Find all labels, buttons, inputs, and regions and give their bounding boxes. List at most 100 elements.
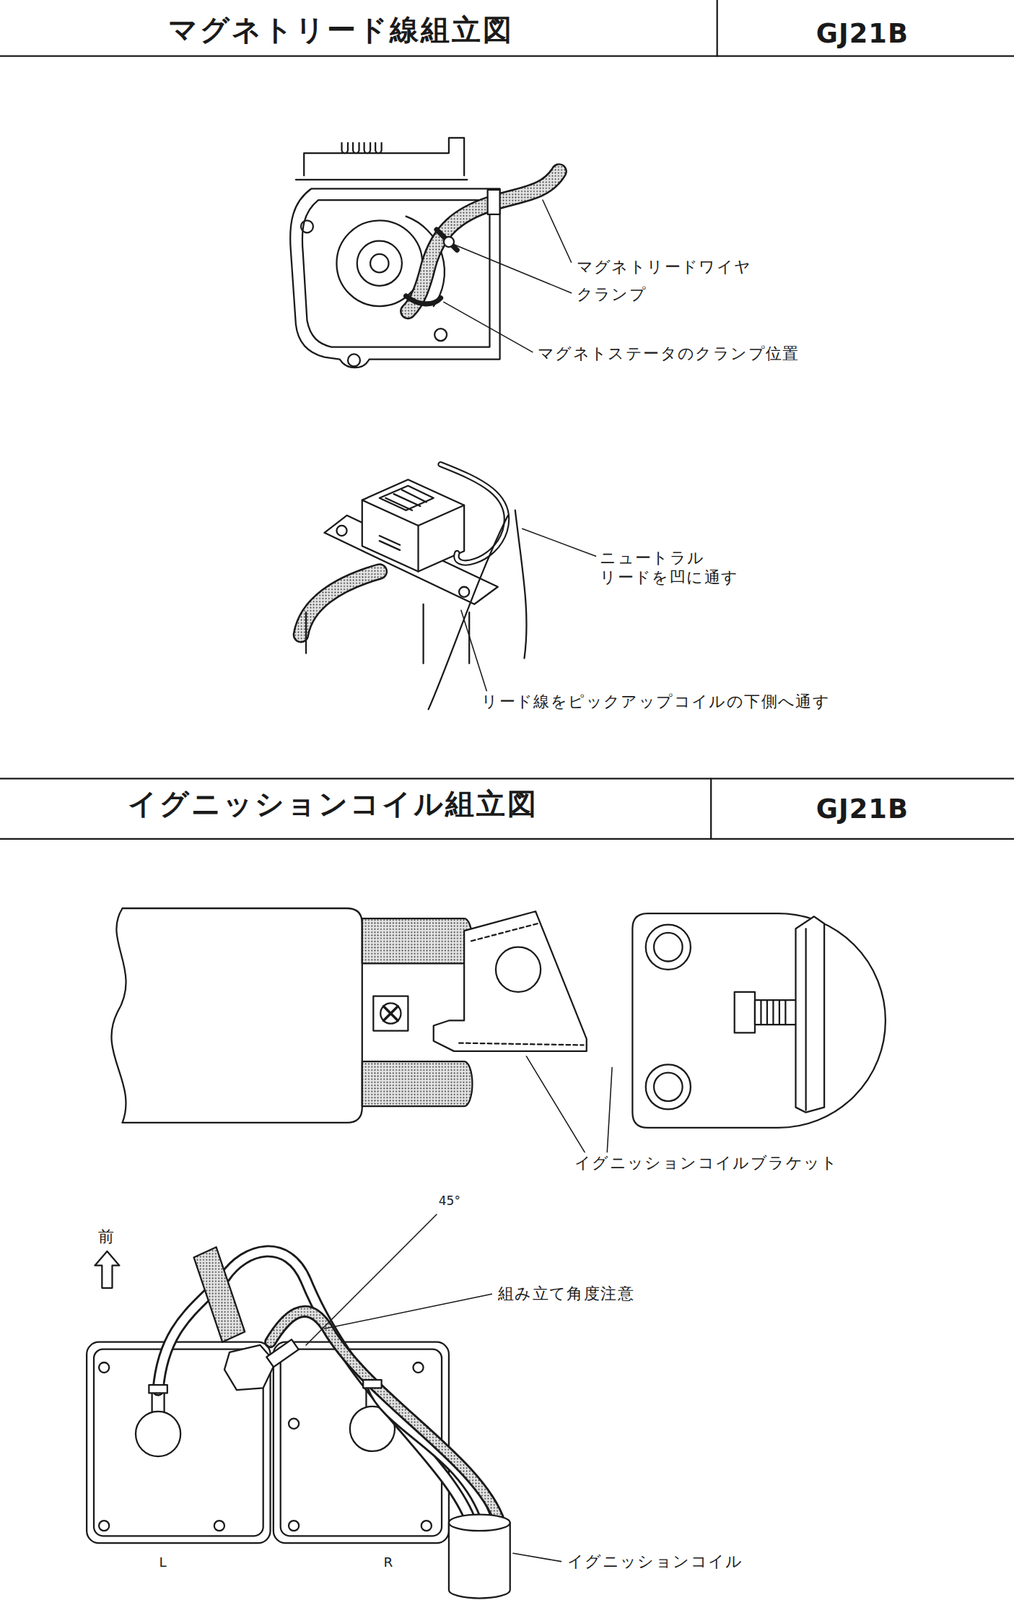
leader-line: [324, 1293, 492, 1328]
pickup-board-drawing: [362, 479, 465, 571]
pickup-board-drawing: [300, 571, 380, 636]
leader-line: [461, 528, 597, 694]
part-label: イグニッションコイル: [565, 1550, 746, 1572]
pickup-board-drawing: [428, 515, 509, 710]
ignition-coil-top-view: [98, 1361, 109, 1372]
ignition-coil-top-view: [266, 1338, 299, 1367]
magneto-cover-drawing: [342, 142, 382, 154]
part-label: マグネトステータのクランプ位置: [535, 343, 802, 365]
model-code: GJ21B: [814, 16, 911, 52]
ignition-coil-top-view: [412, 1361, 423, 1372]
magneto-cover-drawing: [407, 171, 559, 312]
ignition-coil-top-view: [98, 1519, 109, 1531]
ignition-coil-top-view: [288, 1418, 299, 1429]
ignition-coil-side-view: [362, 918, 473, 963]
ignition-coil-side-view: [433, 910, 587, 1051]
leader-line: [306, 1213, 561, 1562]
ignition-coil-side-view: [373, 995, 408, 1031]
bracket-end-view: [754, 999, 798, 1025]
pickup-board-drawing: [300, 571, 380, 636]
ignition-coil-top-view: [270, 1310, 501, 1523]
ignition-coil-side-view: [495, 946, 541, 992]
leader-line: [306, 1213, 437, 1345]
header-rule: [716, 0, 719, 57]
bracket-end-view: [796, 915, 825, 1112]
pickup-board-drawing: [440, 464, 507, 563]
bracket-end-view: [734, 991, 755, 1033]
magneto-cover-drawing: [295, 178, 467, 181]
magneto-cover-drawing: [347, 353, 361, 366]
pickup-board-drawing: [440, 464, 507, 563]
ignition-coil-top-view: [86, 1246, 511, 1598]
bracket-end-view: [760, 999, 786, 1025]
bracket-end-view: [645, 1063, 691, 1109]
magneto-cover-drawing: [406, 295, 441, 304]
magneto-cover-drawing: [370, 254, 389, 273]
bracket-end-view: [645, 924, 691, 970]
bracket-end-view: [805, 928, 807, 1110]
ignition-coil-top-view: [448, 1514, 511, 1531]
magneto-cover-drawing: [303, 137, 465, 176]
leader-line: [542, 199, 572, 262]
leader-line: [443, 301, 533, 352]
page-title: マグネトリード線組立図: [165, 12, 517, 50]
leader-line: [454, 244, 571, 293]
leader-line: [526, 1055, 587, 1155]
magneto-cover-drawing: [487, 189, 501, 215]
ignition-coil-top-view: [224, 1344, 276, 1390]
pickup-board-drawing: [306, 604, 470, 664]
ignition-coil-side-view: [362, 1060, 473, 1106]
pickup-board-drawing: [459, 586, 470, 597]
front-arrow: [94, 1250, 120, 1288]
leader-line: [443, 199, 572, 353]
ignition-coil-top-view: [148, 1384, 167, 1393]
magneto-cover-drawing: [436, 229, 457, 250]
ignition-coil-side-view: [383, 1006, 398, 1021]
ignition-coil-side-view: [111, 907, 587, 1123]
pickup-board-drawing: [515, 510, 527, 659]
model-code: GJ21B: [814, 791, 911, 827]
magneto-cover-drawing: [290, 137, 559, 368]
assembly-note: ニュートラル リードを凹に通す: [597, 547, 755, 589]
magneto-cover-drawing: [357, 241, 402, 286]
ignition-coil-side-view: [380, 1002, 401, 1023]
leader-line: [606, 1067, 613, 1156]
bracket-end-view: [653, 1072, 683, 1102]
part-label: マグネトリードワイヤ: [574, 256, 755, 278]
header-rule: [710, 778, 712, 838]
ignition-coil-top-view: [363, 1379, 382, 1388]
ignition-coil-top-view: [214, 1519, 225, 1531]
pickup-board-drawing: [379, 535, 400, 550]
part-label: クランプ: [574, 284, 650, 306]
magneto-cover-drawing: [407, 171, 559, 312]
header-rule: [0, 0, 1014, 839]
ignition-coil-side-view: [111, 907, 126, 1123]
pickup-board-drawing: [336, 525, 347, 536]
bracket-end-view: [653, 932, 683, 962]
ignition-coil-top-view: [421, 1519, 432, 1531]
assembly-note: リード線をピックアップコイルの下側へ通す: [479, 691, 833, 713]
magneto-cover-drawing: [443, 236, 454, 247]
ignition-coil-side-view: [471, 923, 538, 941]
direction-label: 前: [95, 1225, 117, 1247]
bracket-end-view: [632, 912, 886, 1128]
leader-line: [522, 528, 597, 556]
leader-line: [513, 1552, 561, 1561]
ignition-coil-top-view: [288, 1519, 299, 1531]
side-label: L: [157, 1551, 169, 1570]
front-arrow: [94, 1250, 120, 1288]
assembly-note: 組み立て角度注意: [495, 1283, 637, 1305]
magneto-cover-drawing: [300, 220, 314, 233]
ignition-coil-top-view: [135, 1410, 181, 1456]
pickup-board-drawing: [300, 464, 527, 709]
pickup-board-drawing: [362, 500, 465, 572]
ignition-coil-top-view: [270, 1310, 501, 1523]
header-rule: [0, 837, 1014, 840]
magneto-cover-drawing: [336, 220, 423, 307]
ignition-coil-top-view: [448, 1522, 511, 1598]
header-rule: [0, 777, 1014, 779]
pickup-board-drawing: [379, 485, 434, 511]
side-label: R: [381, 1551, 395, 1570]
